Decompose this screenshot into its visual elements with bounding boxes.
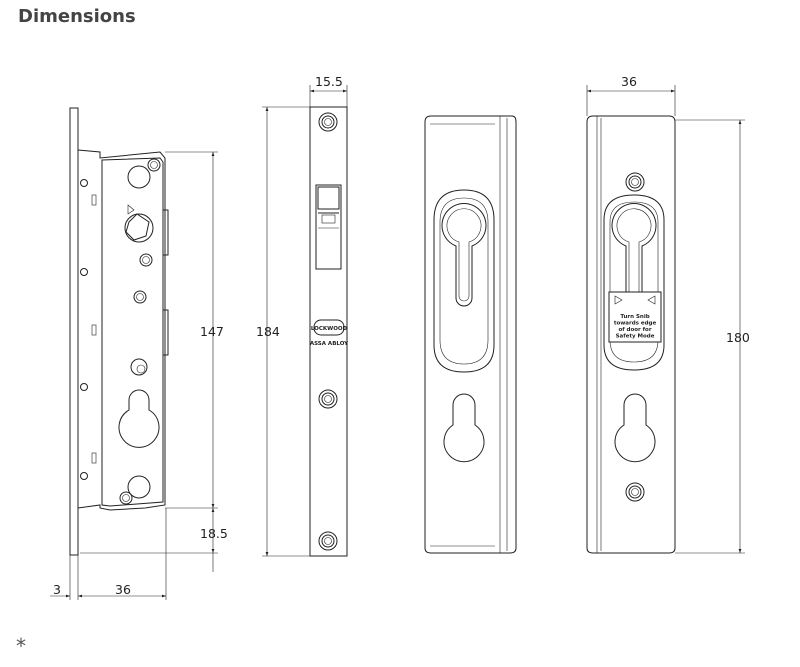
page-title: Dimensions — [18, 6, 136, 27]
dim-faceplate-width: 15.5 — [315, 74, 343, 89]
dim-side-depth: 36 — [115, 582, 131, 597]
instruction-line-4: Safety Mode — [616, 334, 655, 340]
front-handle-view — [424, 115, 517, 554]
dim-back-plate-height: 180 — [726, 330, 750, 345]
back-plate-view: Turn Snib towards edge of door for Safet… — [586, 115, 676, 554]
brand-subtext: ASSA ABLOY — [310, 341, 349, 347]
instruction-line-1: Turn Snib — [620, 314, 649, 320]
side-view-lock-body — [69, 107, 169, 556]
dim-side-height: 147 — [200, 324, 224, 339]
faceplate-view: LOCKWOOD ASSA ABLOY — [309, 106, 349, 557]
dim-side-bottom-offset: 18.5 — [200, 526, 228, 541]
dim-back-plate-width: 36 — [621, 74, 637, 89]
footnote-asterisk: * — [16, 634, 26, 658]
back-plate-dimensions — [586, 85, 745, 554]
dim-faceplate-height: 184 — [256, 324, 280, 339]
instruction-line-2: towards edge — [614, 321, 657, 327]
instruction-line-3: of door for — [618, 327, 651, 333]
dim-faceplate-thickness: 3 — [53, 582, 61, 597]
brand-badge-text: LOCKWOOD — [311, 326, 348, 332]
side-view-dimensions — [50, 151, 218, 600]
faceplate-dimensions — [262, 85, 348, 557]
